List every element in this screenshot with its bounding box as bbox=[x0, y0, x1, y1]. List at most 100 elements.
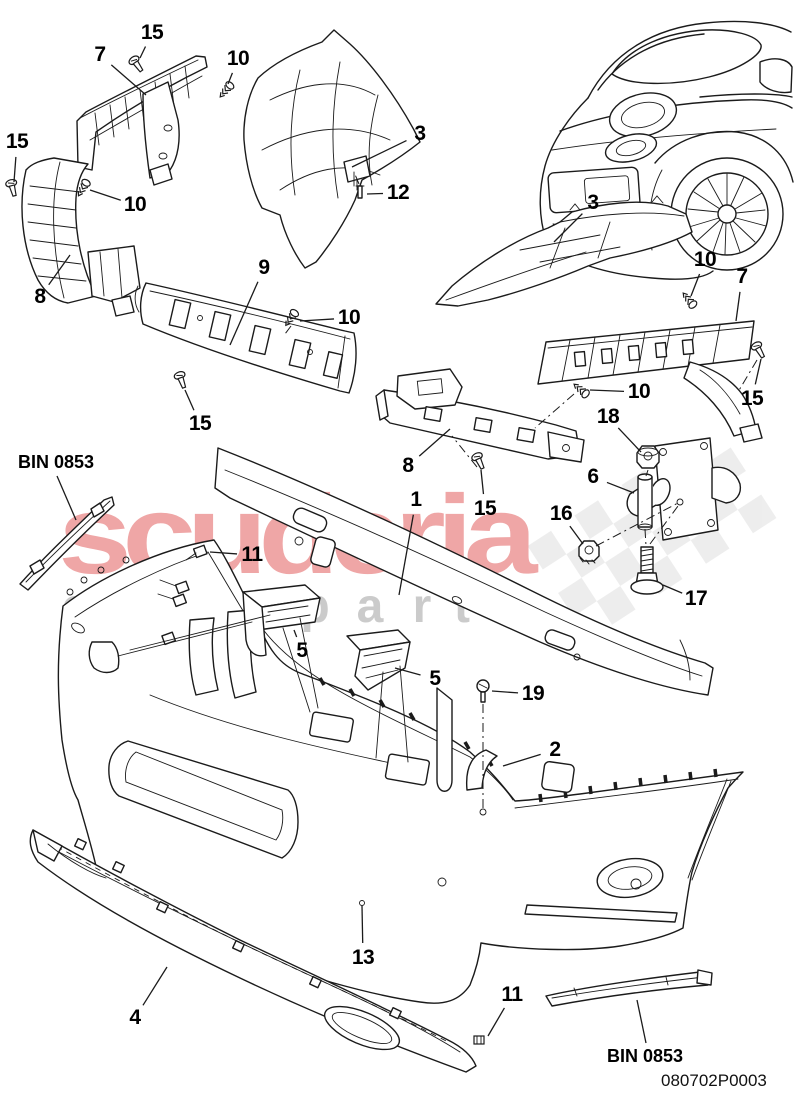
callout-3: 3 bbox=[414, 122, 426, 145]
callout-12: 12 bbox=[386, 181, 410, 204]
callout-leader-lines bbox=[13, 46, 762, 1044]
callout-18: 18 bbox=[596, 405, 620, 428]
leader-line-3 bbox=[351, 139, 407, 168]
leader-line-10 bbox=[89, 189, 121, 201]
leader-line-15 bbox=[754, 358, 762, 385]
leader-line-7 bbox=[735, 291, 741, 322]
callout-15: 15 bbox=[140, 21, 164, 44]
leader-line-8 bbox=[418, 428, 451, 457]
callout-1: 1 bbox=[410, 488, 422, 511]
car-illustration bbox=[539, 20, 794, 280]
callout-15: 15 bbox=[473, 497, 497, 520]
leader-line-6 bbox=[606, 481, 635, 494]
callout-10: 10 bbox=[627, 380, 651, 403]
leader-line-10 bbox=[227, 72, 234, 85]
callout-5: 5 bbox=[296, 639, 308, 662]
clip-10 bbox=[570, 380, 592, 400]
callout-16: 16 bbox=[549, 502, 573, 525]
screw-15 bbox=[4, 177, 21, 198]
callout-7: 7 bbox=[736, 265, 748, 288]
leader-line-18 bbox=[617, 427, 642, 453]
part-7-carrier-right bbox=[537, 320, 763, 443]
screw-15 bbox=[749, 339, 769, 361]
part-9-impact-carrier-center bbox=[134, 282, 357, 394]
nut-16 bbox=[578, 540, 600, 565]
leader-line-12 bbox=[366, 192, 384, 195]
leader-line-15 bbox=[13, 156, 17, 183]
leader-line-8 bbox=[48, 254, 71, 286]
leader-line-19 bbox=[491, 690, 519, 694]
callout-15: 15 bbox=[5, 130, 29, 153]
leader-line-10 bbox=[589, 389, 625, 393]
screw-19 bbox=[476, 679, 490, 703]
leader-line-10 bbox=[690, 273, 701, 297]
callout-17: 17 bbox=[684, 587, 708, 610]
leader-line-5 bbox=[293, 629, 298, 638]
callout-19: 19 bbox=[521, 682, 545, 705]
part-8-carrier-center bbox=[375, 368, 585, 463]
callout-8: 8 bbox=[402, 454, 414, 477]
callout-2: 2 bbox=[549, 738, 561, 761]
callout-4: 4 bbox=[129, 1006, 141, 1029]
leader-line-15 bbox=[480, 469, 485, 495]
trim-strip-right bbox=[545, 969, 713, 1007]
screw-15 bbox=[126, 53, 147, 75]
callout-15: 15 bbox=[740, 387, 764, 410]
callout-7: 7 bbox=[94, 43, 106, 66]
bin-label-bottom: BIN 0853 bbox=[607, 1046, 684, 1066]
leader-line-5 bbox=[394, 667, 421, 676]
part-2-bracket bbox=[465, 749, 498, 791]
callout-11: 11 bbox=[241, 543, 263, 566]
clip-10 bbox=[679, 289, 699, 311]
watermark-letter: a bbox=[357, 580, 384, 633]
bin-label-left: BIN 0853 bbox=[18, 452, 95, 472]
fasteners bbox=[4, 53, 769, 1045]
callout-9: 9 bbox=[258, 256, 270, 279]
pin-12 bbox=[355, 185, 365, 199]
part-8-carrier-left bbox=[21, 157, 141, 317]
leader-line-2 bbox=[502, 753, 541, 767]
callout-11: 11 bbox=[501, 983, 523, 1006]
callout-13: 13 bbox=[351, 946, 375, 969]
leader-line-1 bbox=[398, 514, 414, 596]
callout-10: 10 bbox=[693, 248, 717, 271]
bump-stop-assembly bbox=[578, 437, 742, 595]
leader-line-16 bbox=[569, 525, 584, 545]
clip-11 bbox=[473, 1035, 485, 1045]
callout-15: 15 bbox=[188, 412, 212, 435]
part-3-heat-shield-top bbox=[243, 29, 421, 269]
leader-line-10 bbox=[299, 318, 335, 322]
leader-line-4 bbox=[142, 966, 168, 1006]
leader-line-17 bbox=[662, 584, 683, 594]
diagram-part-number: 080702P0003 bbox=[661, 1071, 767, 1090]
leader-line-9 bbox=[229, 281, 259, 346]
leader-line-13 bbox=[361, 905, 364, 944]
part-7-carrier-top-left bbox=[76, 55, 208, 186]
part-5-brackets bbox=[117, 584, 411, 763]
leader-line-3 bbox=[553, 213, 583, 243]
callout-10: 10 bbox=[226, 47, 250, 70]
leader-line-15 bbox=[184, 389, 195, 411]
part-1-impact-bar bbox=[214, 447, 714, 696]
callout-10: 10 bbox=[337, 306, 361, 329]
car-wheel bbox=[670, 157, 784, 271]
leader-line-15 bbox=[139, 46, 147, 59]
nut-18 bbox=[636, 445, 660, 469]
spacer-tube-6 bbox=[637, 473, 653, 531]
leader-line-7 bbox=[110, 64, 147, 96]
leader-line-11 bbox=[487, 1007, 505, 1037]
alignment-lines bbox=[284, 171, 758, 808]
callout-3: 3 bbox=[587, 191, 599, 214]
callout-8: 8 bbox=[34, 285, 46, 308]
screw-15 bbox=[469, 450, 489, 472]
callout-6: 6 bbox=[587, 465, 599, 488]
watermark-letter: r bbox=[413, 580, 432, 633]
bolt-17 bbox=[630, 546, 664, 595]
trim-strip-left bbox=[19, 496, 115, 591]
clip-10 bbox=[216, 79, 236, 101]
leader-line-11 bbox=[209, 551, 238, 555]
callout-10: 10 bbox=[123, 193, 147, 216]
callout-5: 5 bbox=[429, 667, 441, 690]
